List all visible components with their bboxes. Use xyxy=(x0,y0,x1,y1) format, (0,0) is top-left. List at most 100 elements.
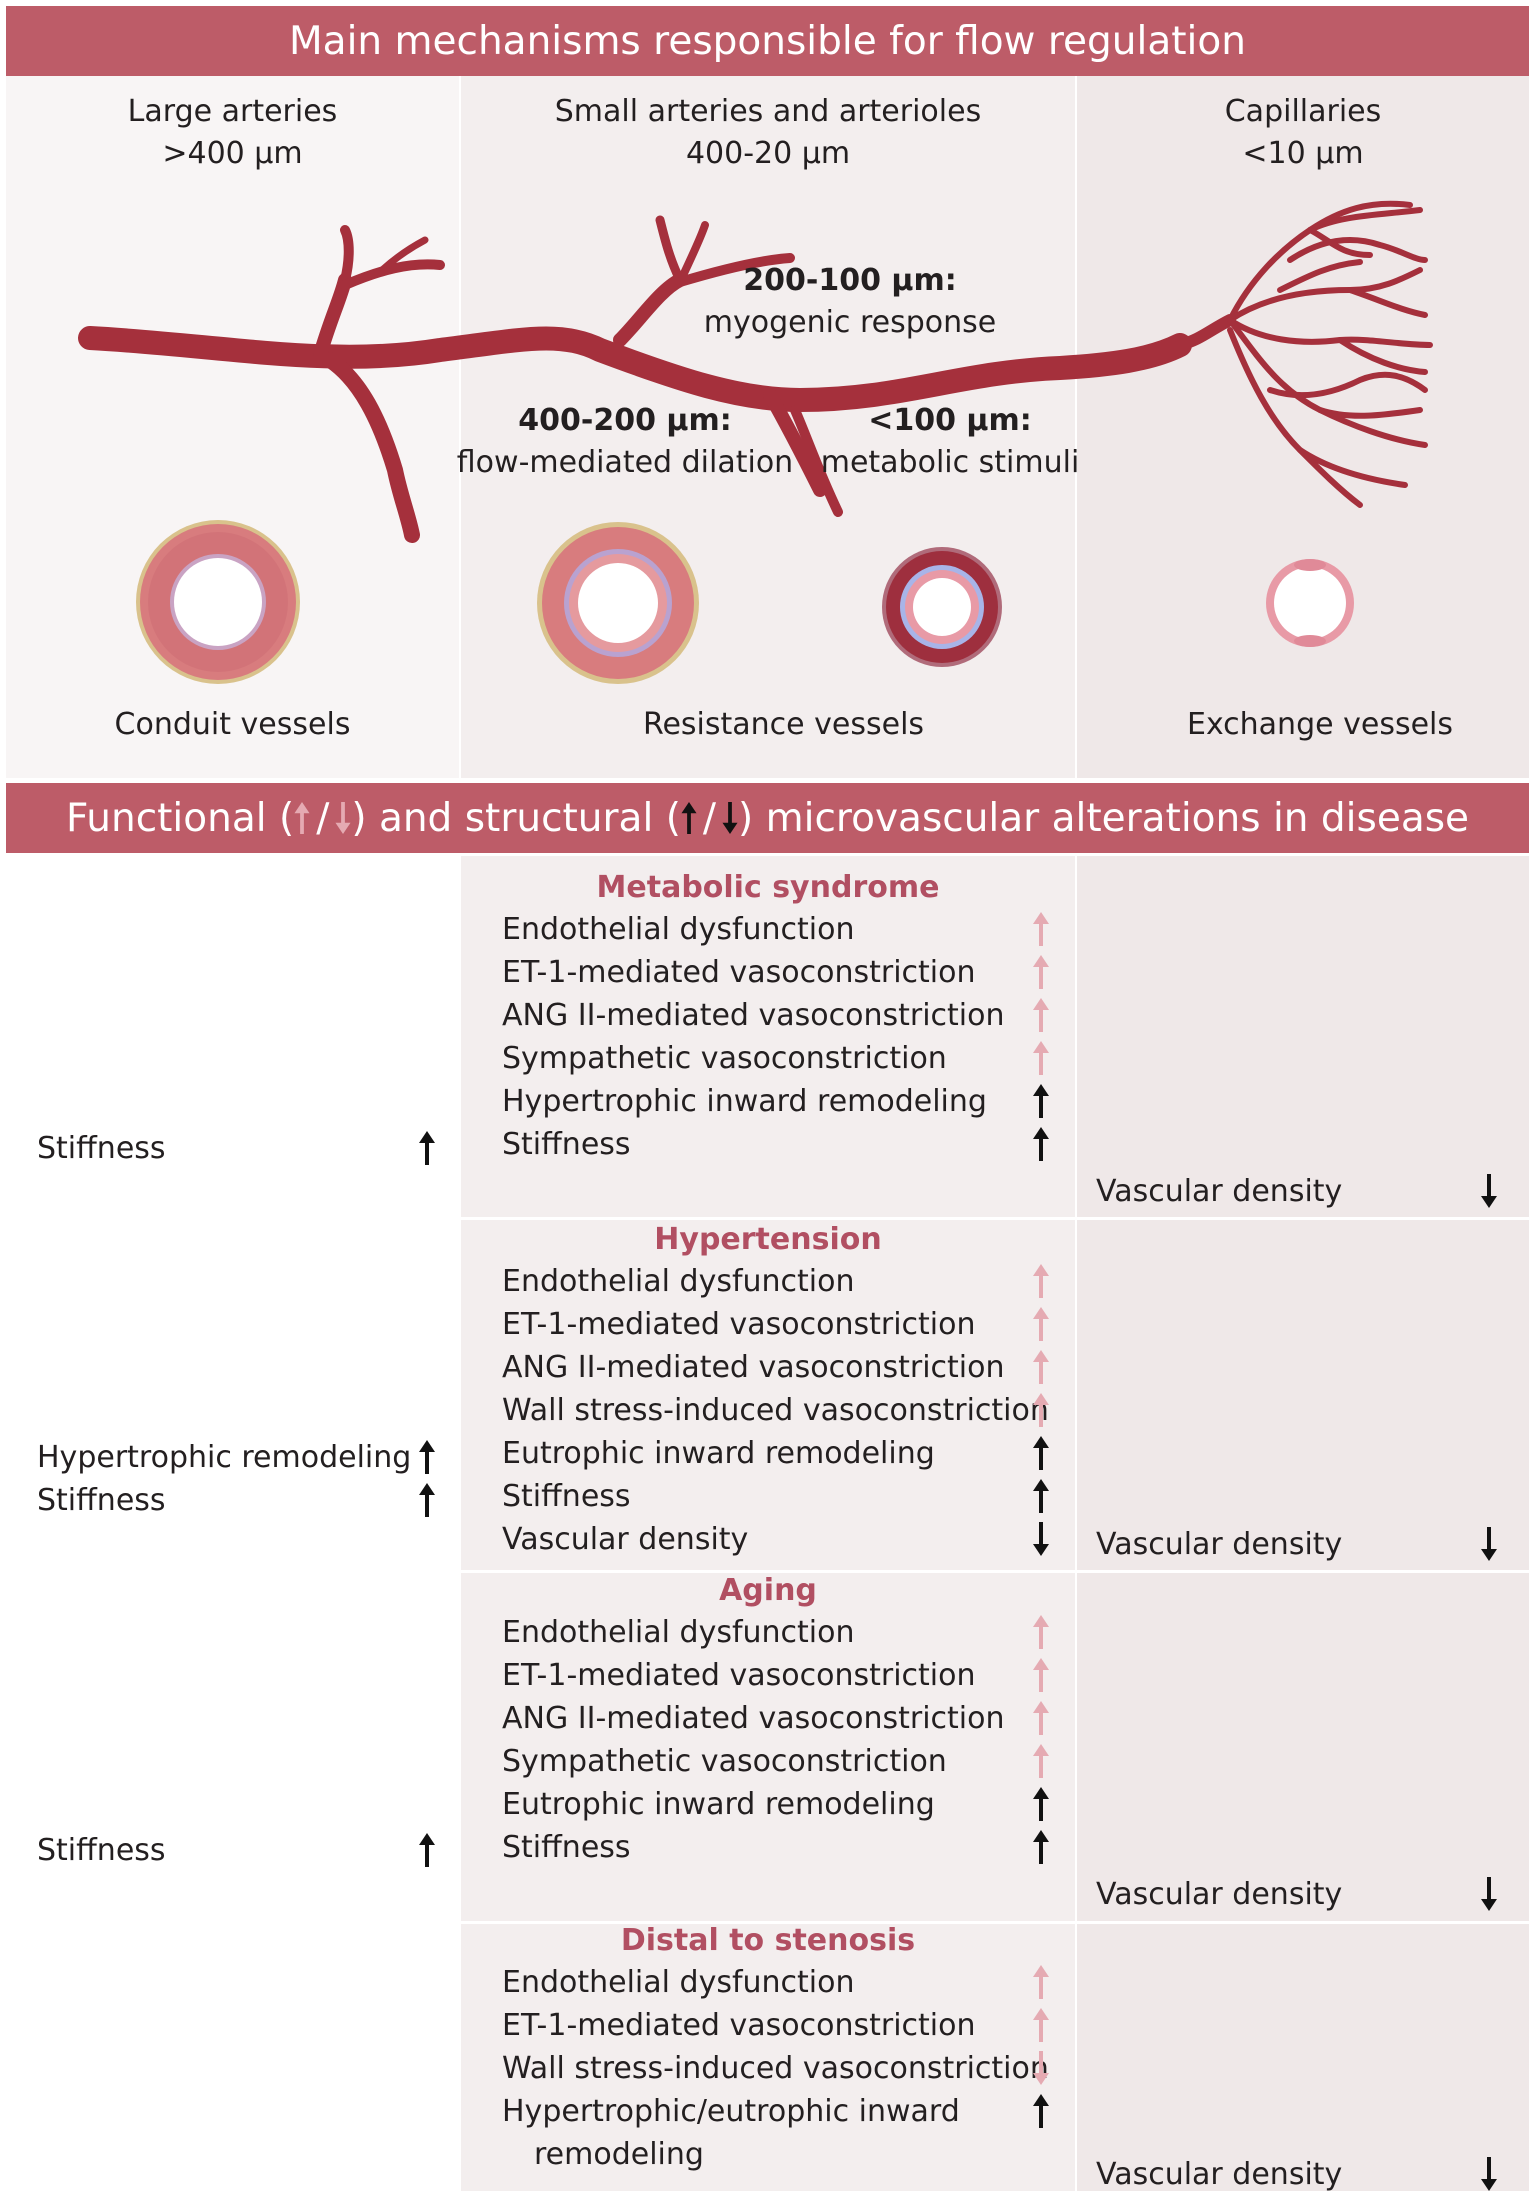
small-artery-item: ANG II-mediated vasoconstriction xyxy=(502,1701,1005,1736)
functional-up-arrow-icon xyxy=(1033,1744,1049,1778)
mechanism-myogenic-size: 200-100 µm: xyxy=(743,263,957,298)
resistance-vessel-small-cross-section xyxy=(882,547,1002,667)
small-artery-item: Eutrophic inward remodeling xyxy=(502,1436,935,1471)
small-artery-item: Sympathetic vasoconstriction xyxy=(502,1041,947,1076)
small-arteries-table-bg xyxy=(461,856,1075,2191)
functional-down-arrow-icon xyxy=(1033,2051,1049,2085)
small-artery-item: ET-1-mediated vasoconstriction xyxy=(502,1658,976,1693)
structural-up-arrow-icon xyxy=(419,1483,435,1517)
structural-down-arrow-icon xyxy=(1481,2157,1497,2191)
functional-up-arrow-icon xyxy=(1033,1615,1049,1649)
small-artery-item: ANG II-mediated vasoconstriction xyxy=(502,1350,1005,1385)
small-artery-item: Hypertrophic inward remodeling xyxy=(502,1084,987,1119)
large-arteries-size: >400 µm xyxy=(162,136,303,171)
resistance-vessel-large-cross-section xyxy=(537,522,699,684)
functional-down-arrow-icon xyxy=(335,802,351,834)
bottom-banner-sep1: / xyxy=(316,795,330,841)
capillaries-header: Capillaries <10 µm xyxy=(1077,91,1529,175)
structural-up-arrow-icon xyxy=(1033,1084,1049,1118)
structural-down-arrow-icon xyxy=(1481,1877,1497,1911)
small-artery-item: Stiffness xyxy=(502,1830,631,1865)
structural-down-arrow-icon xyxy=(1481,1527,1497,1561)
structural-up-arrow-icon xyxy=(1033,1127,1049,1161)
vessel-tree-illustration xyxy=(78,200,1433,543)
large-artery-item: Hypertrophic remodeling xyxy=(37,1440,412,1475)
capillary-item: Vascular density xyxy=(1096,2157,1343,2192)
functional-up-arrow-icon xyxy=(1033,1393,1049,1427)
functional-up-arrow-icon xyxy=(1033,912,1049,946)
small-arteries-size: 400-20 µm xyxy=(685,136,851,171)
functional-up-arrow-icon xyxy=(294,802,310,834)
functional-up-arrow-icon xyxy=(1033,955,1049,989)
capillaries-name: Capillaries xyxy=(1224,94,1382,129)
structural-up-arrow-icon xyxy=(1033,2094,1049,2128)
structural-up-arrow-icon xyxy=(1033,1830,1049,1864)
small-artery-item: Hypertrophic/eutrophic inward xyxy=(502,2094,960,2129)
small-artery-item: Stiffness xyxy=(502,1479,631,1514)
small-artery-item: ET-1-mediated vasoconstriction xyxy=(502,2008,976,2043)
exchange-vessels-label: Exchange vessels xyxy=(1186,707,1453,742)
functional-up-arrow-icon xyxy=(1033,1701,1049,1735)
small-artery-item: ET-1-mediated vasoconstriction xyxy=(502,955,976,990)
conduit-vessel-cross-section xyxy=(136,520,300,684)
structural-up-arrow-icon xyxy=(419,1440,435,1474)
small-artery-item: Wall stress-induced vasoconstriction xyxy=(502,1393,1049,1428)
large-arteries-name: Large arteries xyxy=(127,94,338,129)
resistance-vessels-label: Resistance vessels xyxy=(642,707,925,742)
bottom-banner-part2: ) and structural ( xyxy=(351,795,681,841)
functional-up-arrow-icon xyxy=(1033,1965,1049,1999)
top-banner: Main mechanisms responsible for flow reg… xyxy=(6,6,1529,76)
capillary-item: Vascular density xyxy=(1096,1527,1343,1562)
capillary-item: Vascular density xyxy=(1096,1174,1343,1209)
group-title: Hypertension xyxy=(654,1222,882,1257)
small-artery-item: ET-1-mediated vasoconstriction xyxy=(502,1307,976,1342)
structural-down-arrow-icon xyxy=(1481,1174,1497,1208)
small-artery-item: Endothelial dysfunction xyxy=(502,1615,855,1650)
large-arteries-table-bg xyxy=(6,856,459,2191)
small-artery-item: Vascular density xyxy=(502,1522,749,1557)
mechanism-metabolic-size: <100 µm: xyxy=(868,403,1032,438)
small-arteries-name: Small arteries and arterioles xyxy=(554,94,982,129)
group-divider-2 xyxy=(6,1570,1529,1573)
functional-up-arrow-icon xyxy=(1033,1264,1049,1298)
mechanism-flow-mediated-size: 400-200 µm: xyxy=(518,403,732,438)
structural-up-arrow-icon xyxy=(681,802,697,834)
small-artery-item: Eutrophic inward remodeling xyxy=(502,1787,935,1822)
capillaries-size: <10 µm xyxy=(1242,136,1364,171)
large-artery-item: Stiffness xyxy=(37,1483,166,1518)
structural-up-arrow-icon xyxy=(419,1833,435,1867)
bottom-banner: Functional ( / ) and structural ( / ) mi… xyxy=(6,783,1529,853)
functional-up-arrow-icon xyxy=(1033,2008,1049,2042)
top-banner-text: Main mechanisms responsible for flow reg… xyxy=(289,18,1246,64)
functional-up-arrow-icon xyxy=(1033,1041,1049,1075)
bottom-banner-part3: ) microvascular alterations in disease xyxy=(738,795,1470,841)
small-artery-item: Stiffness xyxy=(502,1127,631,1162)
structural-down-arrow-icon xyxy=(722,802,738,834)
mechanism-myogenic-text: myogenic response xyxy=(703,305,997,340)
bottom-banner-part1: Functional ( xyxy=(65,795,295,841)
group-title: Distal to stenosis xyxy=(620,1923,916,1958)
mechanism-metabolic: <100 µm: metabolic stimuli xyxy=(820,400,1080,484)
capillary-item: Vascular density xyxy=(1096,1877,1343,1912)
conduit-vessels-label: Conduit vessels xyxy=(114,707,351,742)
small-artery-item: Wall stress-induced vasoconstriction xyxy=(502,2051,1049,2086)
group-divider-1 xyxy=(6,1217,1529,1220)
small-arteries-header: Small arteries and arterioles 400-20 µm xyxy=(461,91,1075,175)
structural-up-arrow-icon xyxy=(1033,1479,1049,1513)
large-artery-item: Stiffness xyxy=(37,1131,166,1166)
capillaries-table-bg xyxy=(1077,856,1529,2191)
large-artery-item: Stiffness xyxy=(37,1833,166,1868)
small-artery-item: remodeling xyxy=(534,2137,704,2172)
structural-up-arrow-icon xyxy=(1033,1436,1049,1470)
small-artery-item: ANG II-mediated vasoconstriction xyxy=(502,998,1005,1033)
functional-up-arrow-icon xyxy=(1033,1307,1049,1341)
functional-up-arrow-icon xyxy=(1033,998,1049,1032)
mechanism-flow-mediated: 400-200 µm: flow-mediated dilation xyxy=(455,400,795,484)
exchange-vessel-cross-section xyxy=(1266,559,1354,647)
large-arteries-header: Large arteries >400 µm xyxy=(6,91,459,175)
bottom-banner-sep2: / xyxy=(702,795,717,841)
structural-down-arrow-icon xyxy=(1033,1522,1049,1556)
mechanism-myogenic: 200-100 µm: myogenic response xyxy=(690,260,1010,344)
group-divider-3 xyxy=(6,1921,1529,1924)
small-artery-item: Endothelial dysfunction xyxy=(502,912,855,947)
